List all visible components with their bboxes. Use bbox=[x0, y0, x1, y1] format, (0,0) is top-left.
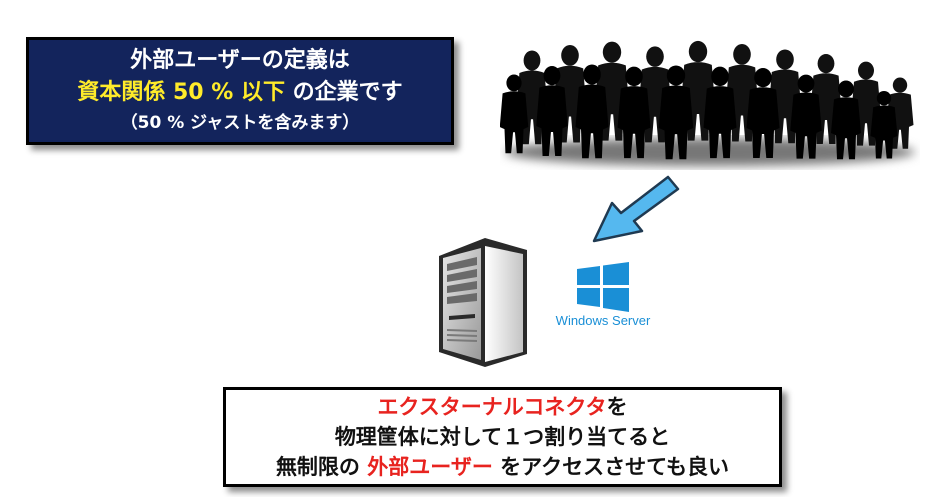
external-connector-note-box: エクスターナルコネクタを 物理筐体に対して１つ割り当てると 無制限の 外部ユーザ… bbox=[223, 387, 782, 487]
windows-server-label: Windows Server bbox=[555, 313, 651, 328]
arrow-down-left-icon bbox=[592, 175, 680, 243]
vent-lines bbox=[447, 329, 477, 342]
external-user-highlight: 外部ユーザー bbox=[367, 455, 493, 479]
note-line-3-pre: 無制限の bbox=[275, 455, 368, 479]
note-line-2: 物理筐体に対して１つ割り当てると bbox=[334, 425, 671, 449]
external-connector-highlight: エクスターナルコネクタ bbox=[377, 395, 607, 419]
external-user-definition-box: 外部ユーザーの定義は 資本関係 50 % 以下 の企業です （50 % ジャスト… bbox=[26, 37, 454, 145]
drive-bays bbox=[447, 257, 477, 304]
definition-line-1: 外部ユーザーの定義は bbox=[130, 48, 350, 73]
server-tower-icon bbox=[439, 238, 527, 367]
windows-logo-icon bbox=[577, 262, 629, 312]
note-line-1: エクスターナルコネクタを bbox=[226, 392, 779, 422]
note-line-3-rest: をアクセスさせても良い bbox=[492, 455, 730, 479]
definition-line-2-rest: の企業です bbox=[284, 80, 403, 105]
definition-highlight: 資本関係 50 % 以下 bbox=[77, 80, 285, 105]
note-line-3: 無制限の 外部ユーザー をアクセスさせても良い bbox=[226, 452, 779, 482]
note-line-1-rest: を bbox=[606, 395, 628, 419]
definition-line-3: （50 % ジャストを含みます） bbox=[120, 113, 360, 133]
crowd-silhouette-icon bbox=[500, 40, 915, 166]
definition-line-2: 資本関係 50 % 以下 の企業です bbox=[29, 77, 451, 109]
